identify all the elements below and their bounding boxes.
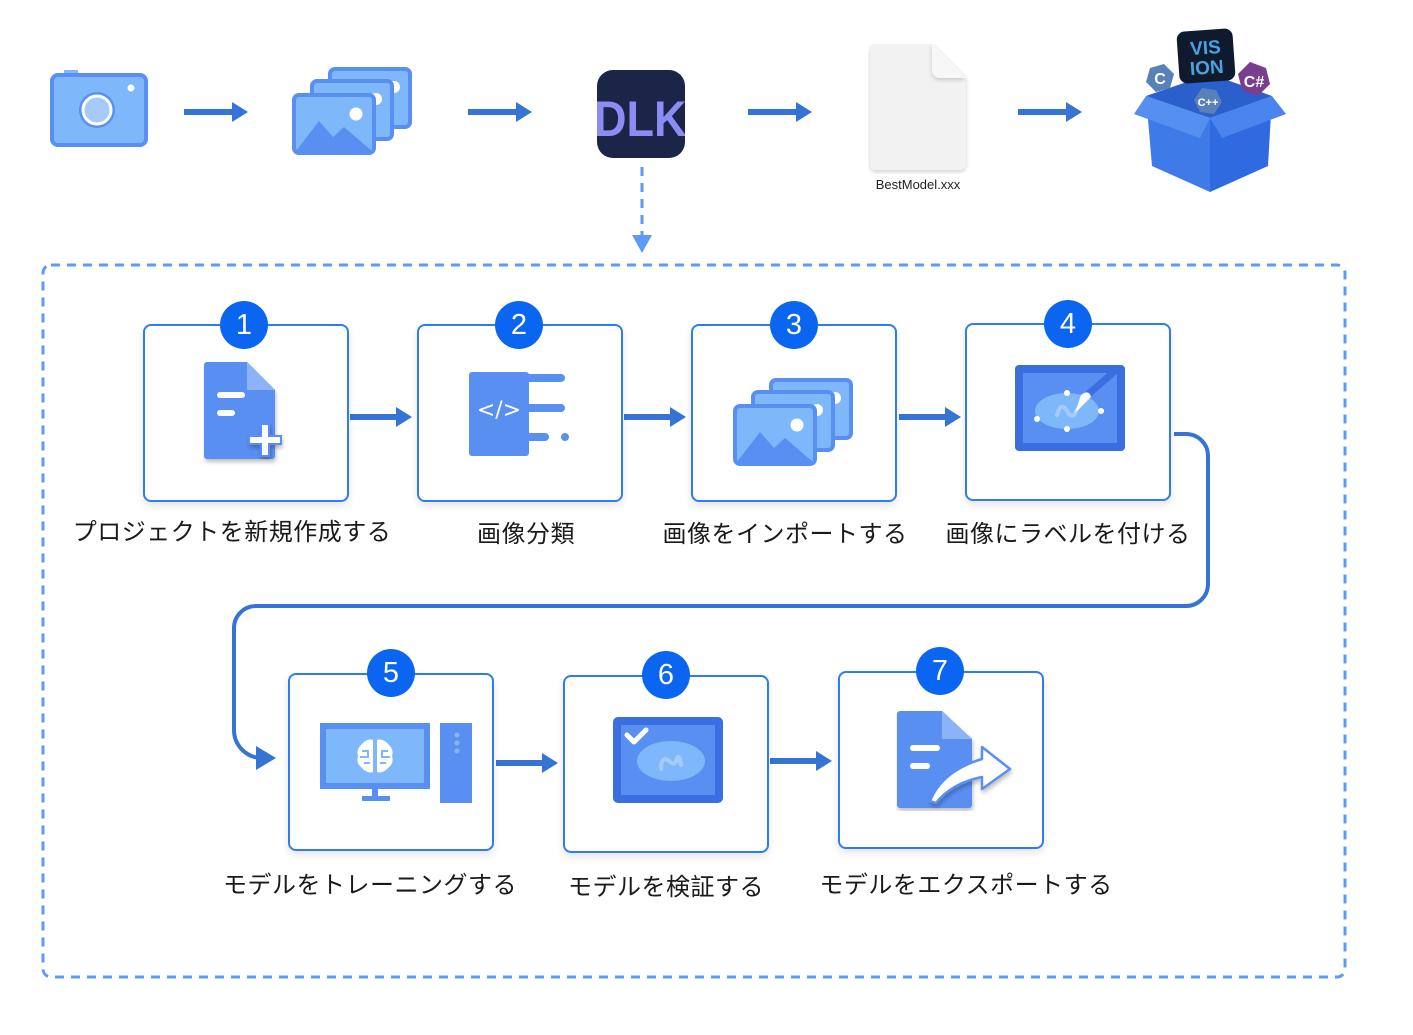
arrow-3-4 [899, 407, 961, 427]
step-label-1: プロジェクトを新規作成する [72, 518, 392, 546]
step-badge-1: 1 [220, 301, 268, 349]
step-card-4[interactable] [965, 323, 1171, 501]
step-badge-5: 5 [367, 649, 415, 697]
code-tag-text: </> [477, 398, 521, 423]
code-classify-icon: </> [467, 372, 579, 456]
step-badge-3: 3 [770, 301, 818, 349]
model-file-label: BestModel.xxx [875, 177, 961, 192]
image-stack-icon [292, 67, 414, 157]
train-computer-icon [320, 723, 476, 807]
arrow-1-2 [350, 407, 412, 427]
arrow-5-6 [496, 753, 558, 773]
arrow-right-icon [1018, 102, 1084, 122]
validate-image-icon [613, 717, 725, 805]
arrow-4-5 [232, 432, 1210, 760]
svg-text:C: C [1154, 71, 1166, 88]
export-document-icon [896, 711, 1016, 811]
step-label-7: モデルをエクスポートする [819, 871, 1113, 899]
step-card-3[interactable] [691, 324, 897, 502]
dlk-logo-text: DLK [597, 92, 685, 148]
arrow-6-7 [770, 751, 832, 771]
step-label-4: 画像にラベルを付ける [945, 520, 1191, 548]
svg-text:C#: C# [1244, 74, 1265, 91]
svg-text:C++: C++ [1198, 97, 1219, 109]
workflow-container [40, 262, 1350, 982]
sdk-box-icon: VIS ION C C# C++ [1130, 26, 1290, 196]
label-image-icon [1015, 365, 1127, 453]
step-label-2: 画像分類 [477, 520, 575, 548]
image-stack-icon [733, 378, 855, 468]
step-card-2[interactable]: </> [417, 324, 623, 502]
step-card-6[interactable] [563, 675, 769, 853]
step-badge-2: 2 [495, 301, 543, 349]
new-document-icon [203, 362, 299, 466]
step-card-7[interactable] [838, 671, 1044, 849]
camera-icon [50, 70, 148, 148]
arrow-right-icon [468, 102, 534, 122]
arrow-2-3 [624, 407, 686, 427]
step-label-6: モデルを検証する [568, 873, 764, 901]
step-label-5: モデルをトレーニングする [223, 871, 517, 899]
dlk-logo-icon: DLK [597, 70, 685, 158]
step-label-3: 画像をインポートする [662, 520, 908, 548]
step-card-1[interactable] [143, 324, 349, 502]
step-card-5[interactable] [288, 673, 494, 851]
step-badge-7: 7 [916, 647, 964, 695]
step-badge-4: 4 [1044, 300, 1092, 348]
step-badge-6: 6 [642, 651, 690, 699]
arrow-right-icon [184, 102, 250, 122]
arrow-right-icon [748, 102, 814, 122]
svg-text:VIS: VIS [1189, 37, 1221, 60]
svg-text:ION: ION [1189, 57, 1224, 80]
dashed-arrow-down-icon [631, 165, 653, 255]
file-icon [868, 44, 972, 174]
